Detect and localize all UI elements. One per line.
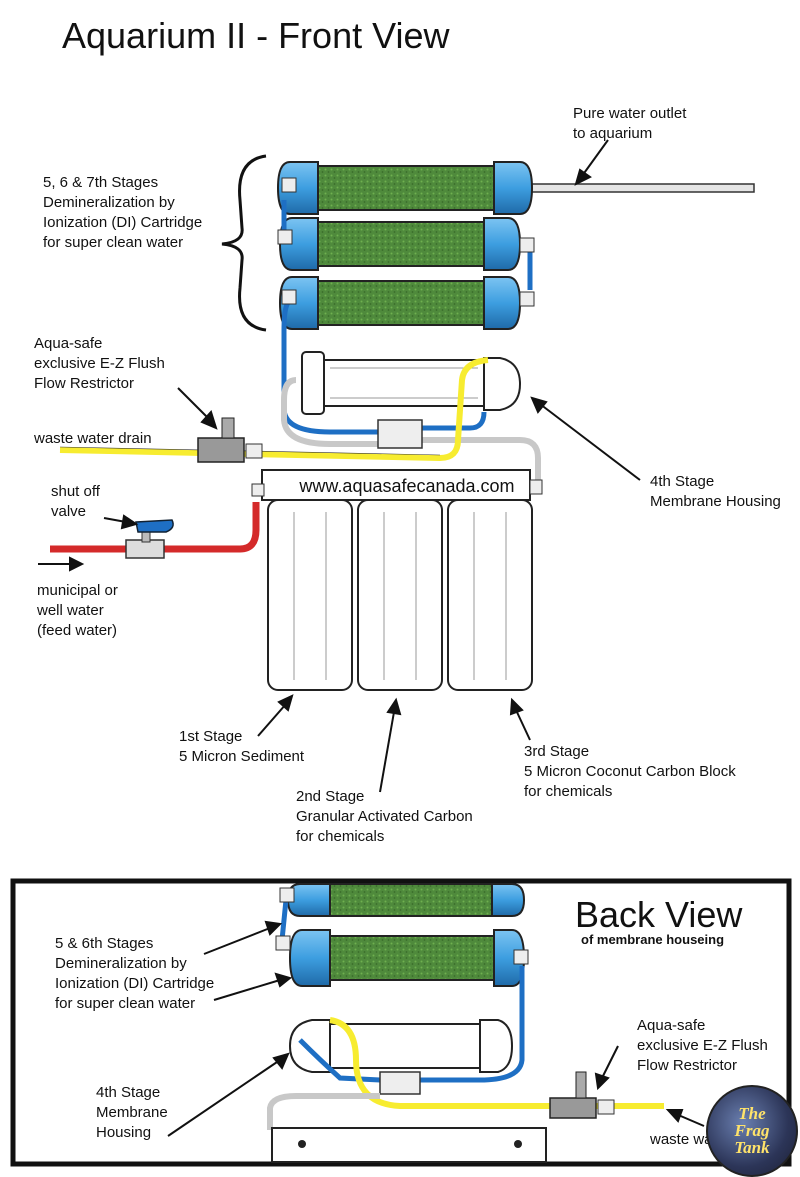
- membrane-housing-front: [301, 351, 522, 415]
- flow-restrictor-front: [197, 417, 263, 463]
- back-grey-tube: [267, 1093, 380, 1130]
- back-view-frame: [10, 878, 792, 1167]
- stage3-label: 3rd Stage 5 Micron Coconut Carbon Block …: [524, 743, 736, 800]
- back-yellow-tube: [329, 1017, 664, 1109]
- front-arrows: [38, 139, 641, 793]
- stage1-housing: [267, 499, 353, 691]
- back-blue-tube-left: [279, 899, 289, 941]
- website-label: www.aquasafecanada.com: [299, 476, 515, 496]
- frag-tank-logo: The Frag Tank: [706, 1085, 798, 1177]
- elbow-fitting: [281, 289, 297, 305]
- elbow-fitting: [513, 949, 529, 965]
- stage-brace: [221, 154, 267, 332]
- waste-drain-label: waste water drain: [34, 430, 152, 447]
- tee-fitting: [379, 1071, 421, 1095]
- flush-restrictor-label: Aqua-safe exclusive E-Z Flush Flow Restr…: [34, 335, 165, 392]
- elbow-fitting: [279, 887, 295, 903]
- back-membrane-label: 4th Stage Membrane Housing: [96, 1084, 168, 1141]
- mount-hole: [298, 1140, 306, 1148]
- stage3-housing: [447, 499, 533, 691]
- back-manifold: [271, 1127, 547, 1163]
- logo-text: Tank: [734, 1138, 770, 1157]
- blue-tube-membrane-out: [420, 411, 487, 431]
- feed-water-label: municipal or well water (feed water): [37, 582, 118, 639]
- membrane-label: 4th Stage Membrane Housing: [650, 473, 781, 510]
- back-blue-tube-membrane: [298, 1038, 381, 1083]
- mount-hole: [514, 1140, 522, 1148]
- elbow-fitting: [277, 229, 293, 245]
- back-waste-label: waste wa: [650, 1131, 713, 1148]
- red-feed-tube: [50, 502, 260, 553]
- elbow-fitting: [519, 291, 535, 307]
- di-cartridge-2: [278, 217, 522, 271]
- stage1-label: 1st Stage 5 Micron Sediment: [179, 728, 305, 765]
- back-view-subtitle: of membrane houseing: [581, 932, 725, 947]
- stage2-label: 2nd Stage Granular Activated Carbon for …: [296, 788, 473, 845]
- di-cartridge-3: [278, 276, 522, 330]
- shutoff-valve: [125, 519, 174, 559]
- elbow-fitting: [275, 935, 291, 951]
- logo-text: The: [738, 1104, 766, 1123]
- shutoff-valve-label: shut off valve: [51, 483, 100, 520]
- grey-tube-membrane-loop: [281, 377, 380, 447]
- di-cartridge-1: [276, 161, 534, 215]
- pure-outlet-label: Pure water outlet to aquarium: [573, 105, 687, 142]
- elbow-fitting: [519, 237, 535, 253]
- back-blue-tube-right: [420, 966, 525, 1083]
- grey-tube-to-housing: [420, 437, 541, 480]
- back-arrows: [167, 920, 705, 1137]
- yellow-waste-tube: [59, 357, 489, 462]
- back-di-stages-label: 5 & 6th Stages Demineralization by Ioniz…: [55, 935, 215, 1012]
- flow-restrictor-back: [549, 1071, 615, 1119]
- pure-water-outlet-pipe: [529, 183, 755, 193]
- back-di-cartridge-top: [286, 883, 526, 917]
- filter-manifold: [251, 469, 543, 501]
- tee-fitting: [377, 419, 423, 449]
- page-title: Aquarium II - Front View: [62, 15, 450, 56]
- back-di-cartridge-bottom: [288, 929, 526, 987]
- stage2-housing: [357, 499, 443, 691]
- back-view-title: Back View: [575, 894, 743, 935]
- back-flush-restrictor-label: Aqua-safe exclusive E-Z Flush Flow Restr…: [637, 1017, 768, 1074]
- di-stages-label: 5, 6 & 7th Stages Demineralization by Io…: [43, 174, 203, 251]
- logo-text: Frag: [734, 1121, 770, 1140]
- elbow-fitting: [281, 177, 297, 193]
